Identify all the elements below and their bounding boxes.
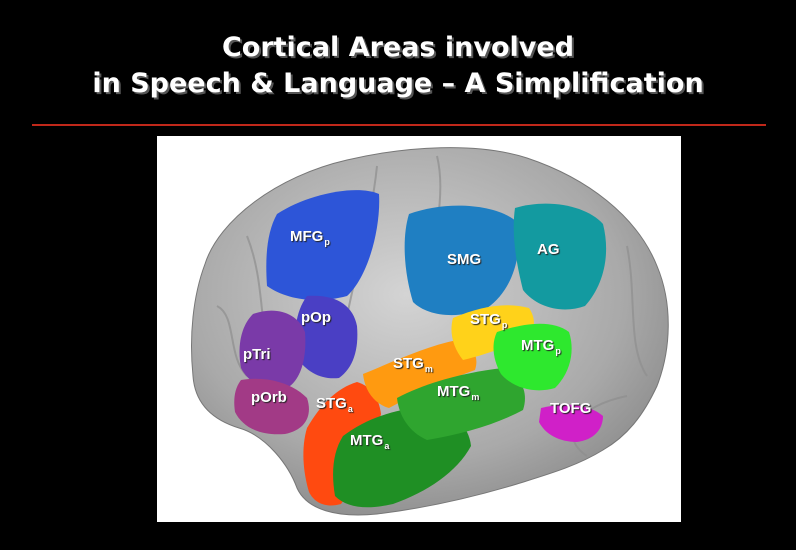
region-mtgm <box>397 368 525 440</box>
label-mtgp: MTGp <box>521 337 561 356</box>
label-mtgm: MTGm <box>437 383 480 402</box>
region-tofg <box>539 404 603 442</box>
slide-title: Cortical Areas involved in Speech & Lang… <box>0 30 796 102</box>
title-divider <box>32 124 766 126</box>
region-stgm <box>363 340 477 408</box>
label-ag: AG <box>537 241 560 258</box>
region-mfgp <box>266 190 380 301</box>
label-mtga: MTGa <box>350 432 390 451</box>
label-porb: pOrb <box>251 389 287 406</box>
region-ptri <box>239 310 306 390</box>
brain-illustration <box>191 147 669 516</box>
region-stgp <box>451 305 534 360</box>
label-stgp: STGp <box>470 311 508 330</box>
label-tofg: TOFG <box>550 400 592 417</box>
region-smg <box>404 205 519 316</box>
label-stgm: STGm <box>393 355 433 374</box>
region-mtgp <box>493 323 572 391</box>
title-line-2: in Speech & Language – A Simplification <box>92 68 704 99</box>
region-ag <box>513 203 607 310</box>
label-stga: STGa <box>316 395 353 414</box>
brain-figure: MFGp SMG AG pOp STGp pTri STGm MTGp pOrb… <box>157 136 681 522</box>
title-line-1: Cortical Areas involved <box>221 32 575 63</box>
label-mfgp: MFGp <box>290 228 330 247</box>
label-ptri: pTri <box>243 346 271 363</box>
label-smg: SMG <box>447 251 482 268</box>
region-porb <box>234 378 309 435</box>
region-pop <box>295 295 358 379</box>
label-pop: pOp <box>301 309 331 326</box>
